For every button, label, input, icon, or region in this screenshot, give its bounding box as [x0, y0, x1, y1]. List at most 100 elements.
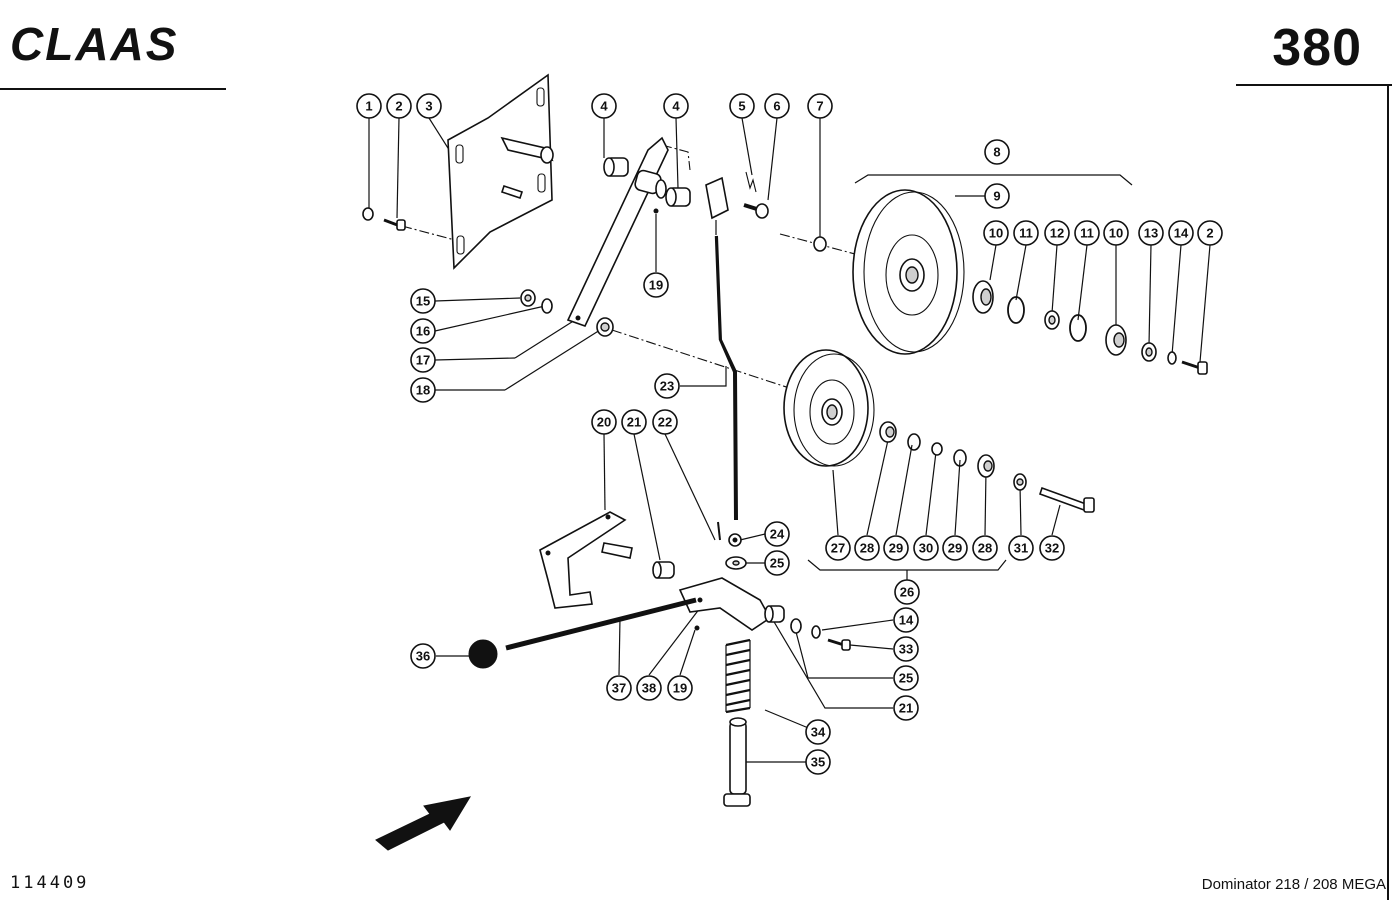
callout-26: 26	[894, 579, 920, 605]
callout-34: 34	[805, 719, 831, 745]
svg-text:2: 2	[395, 99, 402, 114]
callout-30: 30	[913, 535, 939, 561]
callout-10b: 10	[1103, 220, 1129, 246]
callout-12: 12	[1044, 220, 1070, 246]
svg-text:7: 7	[816, 99, 823, 114]
nut-15	[520, 289, 536, 307]
callout-6: 6	[764, 93, 790, 119]
callout-38: 38	[636, 675, 662, 701]
callout-14a: 14	[1168, 220, 1194, 246]
svg-text:2: 2	[1206, 226, 1213, 241]
svg-text:24: 24	[770, 527, 785, 542]
callout-28b: 28	[972, 535, 998, 561]
svg-text:34: 34	[811, 725, 826, 740]
washer-25b	[790, 618, 802, 634]
large-pulley-9	[852, 189, 965, 355]
svg-text:25: 25	[770, 556, 784, 571]
claas-logo-text: CLAAS	[10, 22, 178, 66]
svg-text:4: 4	[600, 99, 608, 114]
callout-31: 31	[1008, 535, 1034, 561]
callout-21b: 21	[893, 695, 919, 721]
svg-text:13: 13	[1144, 226, 1158, 241]
bearing-10b	[1105, 324, 1127, 356]
svg-text:16: 16	[416, 324, 430, 339]
bushing-4b	[665, 187, 691, 207]
split-pin-5	[745, 171, 757, 193]
svg-text:28: 28	[860, 541, 874, 556]
lever-block-38	[678, 577, 772, 631]
callout-23: 23	[654, 373, 680, 399]
callout-7: 7	[807, 93, 833, 119]
callout-29b: 29	[942, 535, 968, 561]
grease-nipple-19a	[653, 208, 659, 214]
bearing-10a	[972, 280, 994, 314]
bolt-32	[1038, 486, 1095, 513]
svg-text:26: 26	[900, 585, 914, 600]
svg-text:25: 25	[899, 671, 913, 686]
svg-text:32: 32	[1045, 541, 1059, 556]
bushing-21a	[652, 561, 675, 579]
callout-19b: 19	[667, 675, 693, 701]
callout-33: 33	[893, 636, 919, 662]
callout-3: 3	[416, 93, 442, 119]
grease-nipple-19b	[694, 625, 700, 631]
callout-4b: 4	[663, 93, 689, 119]
washer-14b	[811, 625, 821, 639]
svg-text:3: 3	[425, 99, 432, 114]
svg-text:37: 37	[612, 681, 626, 696]
callout-10a: 10	[983, 220, 1009, 246]
svg-text:36: 36	[416, 649, 430, 664]
direction-arrow-icon	[375, 796, 472, 851]
nut-24	[728, 533, 742, 547]
svg-text:22: 22	[658, 415, 672, 430]
callout-35: 35	[805, 749, 831, 775]
callout-2: 2	[386, 93, 412, 119]
callout-14b: 14	[893, 607, 919, 633]
bracket-plate	[447, 73, 554, 270]
page-frame-right	[1387, 84, 1389, 900]
lever-arm	[566, 136, 669, 327]
callout-4a: 4	[591, 93, 617, 119]
washer-7	[813, 236, 827, 252]
svg-text:28: 28	[978, 541, 992, 556]
bushing-4a	[603, 157, 629, 177]
svg-text:29: 29	[889, 541, 903, 556]
svg-text:17: 17	[416, 353, 430, 368]
svg-text:4: 4	[672, 99, 680, 114]
callout-36: 36	[410, 643, 436, 669]
circlip-29a	[907, 433, 921, 451]
callout-32: 32	[1039, 535, 1065, 561]
svg-text:14: 14	[899, 613, 914, 628]
callout-19a: 19	[643, 272, 669, 298]
spring-guide-35	[723, 717, 751, 807]
callout-27: 27	[825, 535, 851, 561]
washer-1	[362, 207, 374, 221]
svg-text:8: 8	[993, 145, 1000, 160]
callout-11b: 11	[1074, 220, 1100, 246]
callout-2b: 2	[1197, 220, 1223, 246]
svg-text:33: 33	[899, 642, 913, 657]
callout-18: 18	[410, 377, 436, 403]
callout-15: 15	[410, 288, 436, 314]
bushing-21b	[764, 605, 785, 623]
bushing-18	[596, 317, 614, 337]
header-rule-right	[1236, 84, 1392, 86]
svg-text:6: 6	[773, 99, 780, 114]
claas-logo-mark: CLAAS	[10, 18, 178, 70]
handle-rod-37	[505, 597, 697, 651]
callout-9: 9	[984, 183, 1010, 209]
svg-text:31: 31	[1014, 541, 1028, 556]
svg-text:12: 12	[1050, 226, 1064, 241]
svg-text:20: 20	[597, 415, 611, 430]
parts	[362, 73, 1208, 851]
callout-16: 16	[410, 318, 436, 344]
spacer-30	[931, 442, 943, 456]
svg-text:10: 10	[989, 226, 1003, 241]
callout-29a: 29	[883, 535, 909, 561]
callout-labels: 1 2 3 4 4 5 6 7 8 9 10 11 12 11 10 13 14…	[356, 93, 1223, 775]
drawing-number: 114409	[10, 873, 90, 893]
svg-text:9: 9	[993, 189, 1000, 204]
header-rule-left	[0, 88, 226, 90]
small-pulley-27	[783, 349, 875, 467]
svg-text:18: 18	[416, 383, 430, 398]
